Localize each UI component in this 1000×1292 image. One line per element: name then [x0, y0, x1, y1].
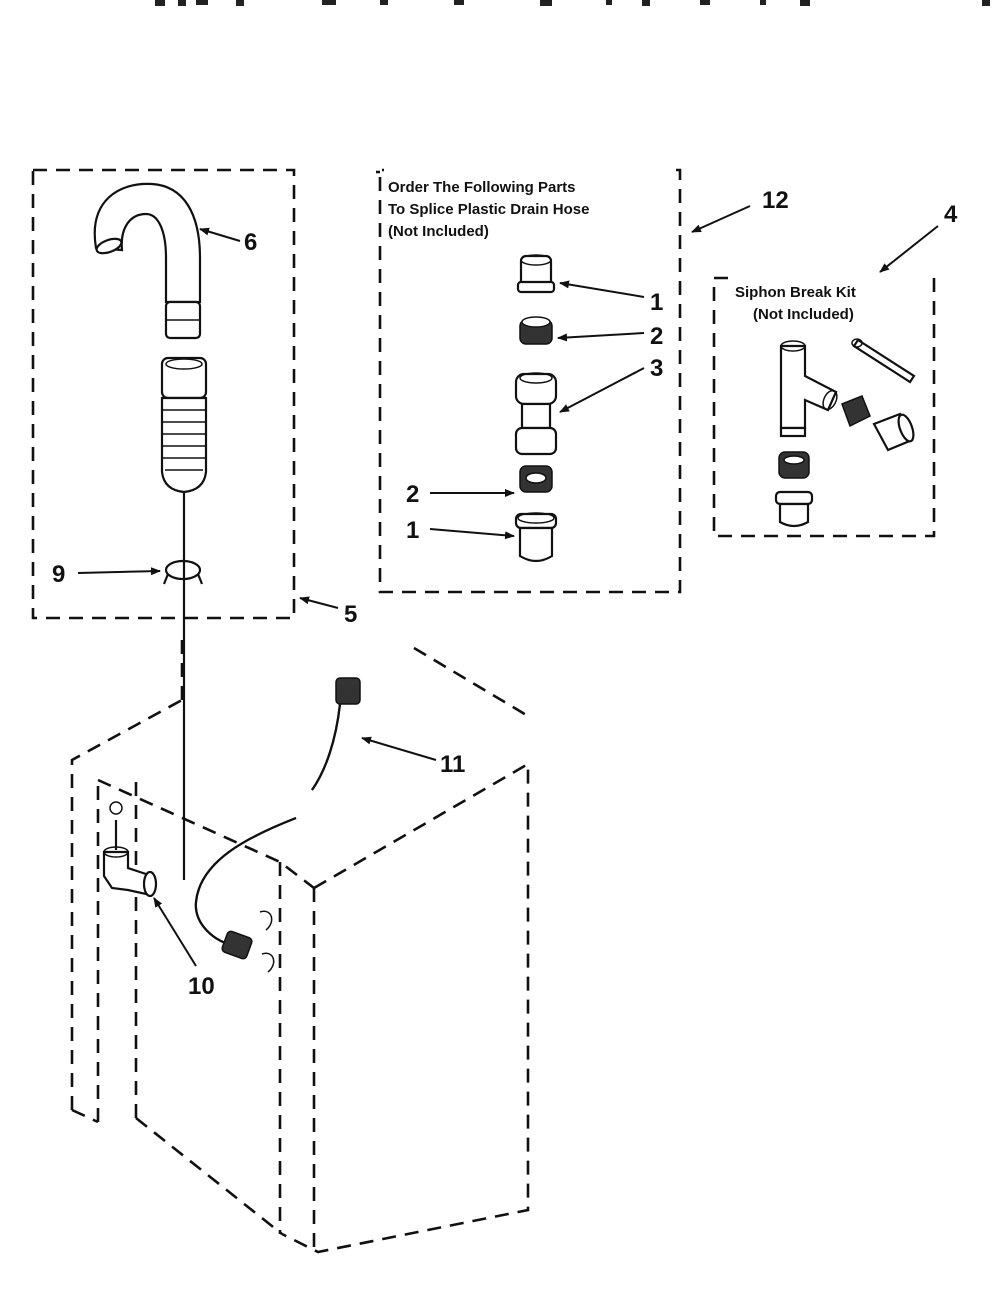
drain-elbow	[102, 801, 158, 898]
siphon-break-kit-box: Siphon Break Kit (Not Included)	[712, 276, 936, 538]
washer-cabinet	[70, 636, 530, 1254]
splice-coupler	[514, 372, 558, 456]
siphon-box-line2: (Not Included)	[753, 306, 854, 323]
label-2-top: 2	[650, 323, 663, 350]
drain-hose-assembly-box	[31, 168, 296, 620]
siphon-nut	[841, 395, 871, 428]
siphon-lower-nut	[778, 451, 810, 479]
splice-box-line1: Order The Following Parts	[388, 179, 576, 196]
siphon-connector	[872, 412, 915, 452]
splice-nut-top	[519, 316, 553, 345]
label-3: 3	[650, 355, 663, 382]
label-1-bottom: 1	[406, 517, 419, 544]
splice-nut-bottom	[519, 465, 553, 493]
drain-hose-hook	[93, 182, 202, 340]
splice-box-line2: To Splice Plastic Drain Hose	[388, 201, 589, 218]
drain-hose-end	[160, 356, 208, 494]
siphon-tee	[779, 340, 838, 438]
label-1-top: 1	[650, 289, 663, 316]
splice-connector-top	[516, 254, 556, 294]
hose-clamp	[162, 559, 204, 585]
label-10: 10	[188, 973, 215, 1000]
siphon-pin	[851, 338, 916, 384]
inlet-hose	[194, 677, 361, 973]
callouts: 6 9 5 12 4 1 2 3 2 1 11 10	[52, 187, 958, 1000]
siphon-box-line1: Siphon Break Kit	[735, 284, 856, 301]
siphon-lower-fitting	[774, 490, 814, 528]
label-4: 4	[944, 201, 958, 228]
label-2-bottom: 2	[406, 481, 419, 508]
scan-artifacts	[155, 0, 990, 6]
label-9: 9	[52, 561, 65, 588]
label-5: 5	[344, 601, 357, 628]
label-6: 6	[244, 229, 257, 256]
splice-kit-box: Order The Following Parts To Splice Plas…	[376, 168, 682, 594]
splice-connector-bottom	[514, 512, 558, 563]
label-11: 11	[440, 751, 465, 778]
splice-box-line3: (Not Included)	[388, 223, 489, 240]
label-12: 12	[762, 187, 789, 214]
